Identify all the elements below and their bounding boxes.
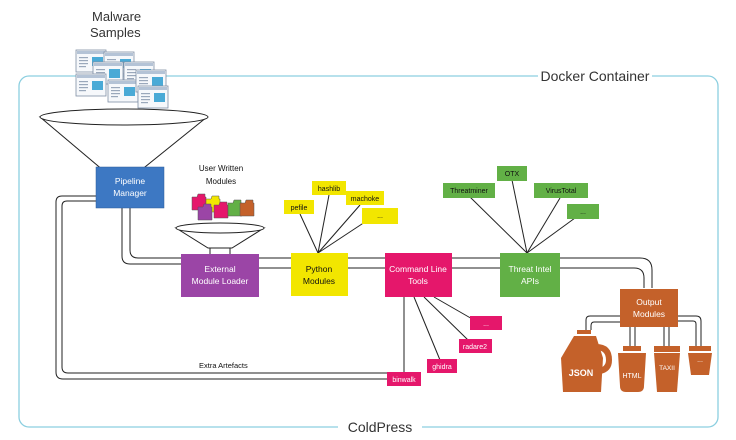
output-taxii-cup [654,346,680,392]
python-modules-box [291,253,348,296]
external-loader-label-line1: External [204,264,235,274]
output-item-html: HTML [622,373,641,380]
cli-connectors [403,296,475,372]
python-modules-label-line1: Python [306,264,333,274]
cli-item-more: ... [483,321,489,328]
docker-container-label: Docker Container [541,68,650,84]
ti-item-otx: OTX [505,171,520,178]
python-connectors [299,194,369,254]
output-modules-label-line1: Output [636,297,662,307]
cli-item-binwalk-box [387,372,421,386]
cli-item-ghidra-box [427,359,457,373]
python-item-hashlib: hashlib [318,186,340,193]
user-modules-label-line2: Modules [206,177,236,186]
python-modules-label-line2: Modules [303,276,335,286]
python-item-more-box [362,208,398,224]
output-item-more: ... [697,357,703,364]
user-modules-funnel [174,222,266,249]
pipeline-manager-box [95,166,165,209]
cli-label-line2: Tools [408,276,428,286]
threat-intel-label-line1: Threat Intel [509,264,552,274]
cli-item-ghidra: ghidra [432,364,452,371]
python-item-hashlib-box [312,181,346,195]
malware-samples-label-line1: Malware [92,9,141,24]
external-loader-label-line2: Module Loader [192,276,249,286]
python-item-more: ... [377,213,383,220]
ti-item-more: ... [580,209,586,216]
threat-intel-connectors [469,179,576,254]
pipeline-manager-label-line2: Manager [113,188,147,198]
python-item-machoke: machoke [351,196,380,203]
user-module-folders [191,193,255,221]
output-modules-box [620,289,678,327]
ti-item-more-box [567,204,599,219]
output-json-pitcher [561,330,612,392]
output-modules-label-line2: Modules [633,309,665,319]
ti-item-virustotal: VirusTotal [546,188,577,195]
pipeline-manager-label-line1: Pipeline [115,176,146,186]
cli-item-radare2: radare2 [463,344,487,351]
threat-intel-box [500,253,560,297]
ti-item-threatminer: Threatminer [450,188,488,195]
malware-sample-documents [75,49,169,109]
extra-artefacts-label: Extra Artefacts [199,361,248,370]
ti-item-virustotal-box [534,183,588,198]
python-item-machoke-box [346,191,384,205]
malware-samples-label-line2: Samples [90,25,141,40]
ti-item-otx-box [497,166,527,181]
threat-intel-label-line2: APIs [521,276,539,286]
python-item-pefile: pefile [291,205,308,212]
output-item-taxii: TAXII [659,365,675,372]
output-more-cup [688,346,712,375]
cli-item-binwalk: binwalk [392,377,416,384]
output-item-json: JSON [569,368,594,378]
output-html-pot [618,346,646,392]
user-modules-label-line1: User Written [199,164,243,173]
cli-item-radare2-box [459,339,492,353]
cli-item-more-box [470,316,502,330]
pipe-network [55,195,702,380]
diagram-title: ColdPress [348,419,413,435]
cli-label-line1: Command Line [389,264,447,274]
external-module-loader-box [181,254,259,297]
command-line-tools-box [385,253,452,297]
python-item-pefile-box [284,200,314,214]
ti-item-threatminer-box [443,183,495,198]
